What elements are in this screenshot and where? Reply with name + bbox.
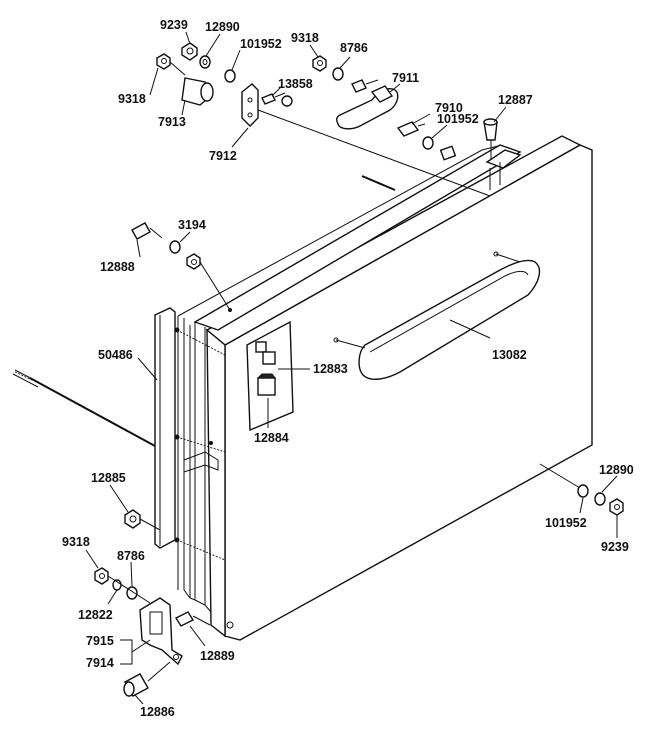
top-hinge-assembly (156, 42, 491, 197)
bottom-hinge-assembly (94, 509, 211, 697)
label-101952-bottom: 101952 (545, 516, 587, 530)
side-strip (154, 307, 226, 561)
label-3194: 3194 (178, 218, 206, 232)
label-12890-top: 12890 (205, 20, 240, 34)
label-12890-bottom: 12890 (599, 463, 634, 477)
bottom-right-hardware (539, 463, 624, 516)
label-12886: 12886 (140, 705, 175, 719)
label-9239-top: 9239 (160, 18, 188, 32)
label-12883: 12883 (313, 362, 348, 376)
label-101952-mid: 101952 (437, 112, 479, 126)
label-7913: 7913 (158, 115, 186, 129)
label-12888: 12888 (100, 260, 135, 274)
label-9318-bottom: 9318 (62, 535, 90, 549)
label-12822: 12822 (78, 608, 113, 622)
label-13082: 13082 (492, 348, 527, 362)
label-8786-top: 8786 (340, 41, 368, 55)
label-7915: 7915 (86, 634, 114, 648)
part-labels: 9239 12890 101952 9318 8786 9318 13858 7… (62, 18, 634, 719)
door-handle (333, 251, 541, 380)
cable-rod (12, 369, 156, 447)
label-101952-top: 101952 (240, 37, 282, 51)
latch-handle-assembly (312, 55, 498, 161)
label-13858: 13858 (278, 77, 313, 91)
leader-lines (85, 31, 618, 705)
door-panel (177, 135, 593, 641)
label-7912: 7912 (209, 149, 237, 163)
label-7910: 7910 (435, 101, 463, 115)
label-9318-top-right: 9318 (291, 31, 319, 45)
label-50486: 50486 (98, 348, 133, 362)
label-12889: 12889 (200, 649, 235, 663)
label-8786-bottom: 8786 (117, 549, 145, 563)
label-12885: 12885 (91, 471, 126, 485)
label-7914: 7914 (86, 656, 114, 670)
label-9239-bottom: 9239 (601, 540, 629, 554)
label-7911: 7911 (392, 71, 419, 85)
label-12887: 12887 (498, 93, 533, 107)
label-12884: 12884 (254, 431, 289, 445)
mid-screw-assembly (131, 222, 231, 311)
latch-plate (246, 320, 294, 432)
label-9318-top-left: 9318 (118, 92, 146, 106)
